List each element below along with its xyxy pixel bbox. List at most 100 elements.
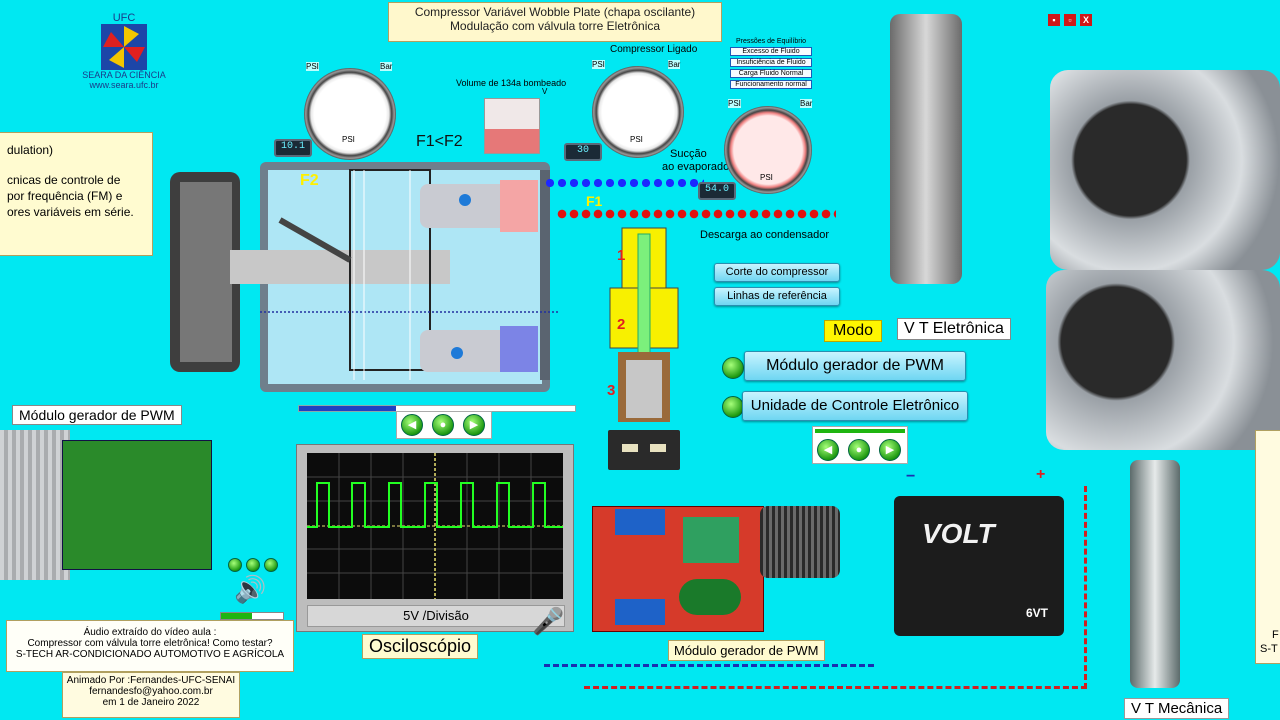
lower-controls: ◀ ● ▶ [812, 426, 908, 464]
oscilloscope-screen [307, 453, 563, 599]
pump-volume-axis: V [542, 87, 548, 96]
gauge-center-readout: 30 [564, 143, 602, 161]
suction-label: Sucção [670, 148, 707, 160]
close-icon[interactable]: X [1080, 14, 1092, 26]
info-heading: dulation) [7, 143, 54, 157]
valve-mark-3: 3 [607, 382, 616, 399]
gauge-low-bar[interactable]: Bar [380, 62, 393, 71]
pump-volume-fill [485, 128, 539, 153]
author-credit: Animado Por :Fernandes-UFC-SENAI fernand… [62, 672, 240, 718]
f1-f2-label: F1<F2 [416, 133, 463, 150]
lower-next-button[interactable]: ▶ [879, 439, 901, 461]
pwm-board-label: Módulo gerador de PWM [668, 640, 825, 661]
diagram-next-button[interactable]: ▶ [463, 414, 485, 436]
pwm-module-indicator[interactable] [722, 357, 744, 379]
lower-prev-button[interactable]: ◀ [817, 439, 839, 461]
gauge-low-readout: 10.1 [274, 139, 312, 157]
battery-brand: VOLT [922, 518, 995, 549]
gauge-high [724, 106, 812, 194]
pwm-board-photo [0, 430, 260, 580]
logo-org: UFC [112, 12, 136, 24]
title-line1: Compressor Variável Wobble Plate (chapa … [414, 5, 696, 19]
audio-credit-line3: S-TECH AR-CONDICIONADO AUTOMOTIVO E AGRÍ… [15, 649, 285, 660]
probe-icon[interactable]: 🎤 [532, 606, 565, 636]
battery: VOLT 6VT [894, 496, 1064, 636]
audio-volume-bar[interactable] [220, 612, 284, 620]
diagram-stop-button[interactable]: ● [432, 414, 454, 436]
mechanical-valve-photo [1130, 460, 1180, 688]
reference-lines-button[interactable]: Linhas de referência [714, 287, 840, 306]
wire-blue [544, 664, 874, 670]
info-line1: cnicas de controle de [7, 173, 121, 187]
title-line2: Modulação com válvula torre Eletrônica [449, 19, 661, 33]
compressor-photo-top [1050, 70, 1280, 270]
logo-url[interactable]: www.seara.ufc.br [89, 80, 159, 90]
right-edge-line1: F [1272, 629, 1279, 641]
battery-minus: − [906, 468, 916, 485]
info-line3: ores variáveis em série. [7, 205, 134, 219]
speaker-icon[interactable]: 🔊 [234, 574, 267, 604]
compressor-cutaway [170, 162, 560, 392]
control-valve [608, 227, 680, 470]
oscilloscope-label: Osciloscópio [362, 634, 479, 659]
suction-label-2: ao evaporador [662, 161, 733, 173]
discharge-label: Descarga ao condensador [700, 229, 830, 241]
cut-compressor-button[interactable]: Corte do compressor [714, 263, 840, 282]
lower-stop-button[interactable]: ● [848, 439, 870, 461]
pump-volume-label: Volume de 134a bombeado [456, 78, 567, 88]
pressure-menu-title: Pressões de Equilíbrio [735, 38, 807, 45]
gauge-low-psi[interactable]: PSI [306, 62, 319, 71]
oscilloscope: 5V /Divisão [296, 444, 574, 632]
pinwheel-icon [101, 24, 147, 70]
title-box: Compressor Variável Wobble Plate (chapa … [388, 2, 722, 42]
pressure-item-insufficient[interactable]: Insuficiência de Fluido [730, 58, 812, 67]
author-line3: em 1 de Janeiro 2022 [102, 697, 200, 708]
ecu-indicator[interactable] [722, 396, 744, 418]
audio-indicator-3[interactable] [264, 558, 278, 572]
logo-name: SEARA DA CIÊNCIA [82, 70, 166, 80]
audio-credit: Áudio extraído do vídeo aula : Compresso… [6, 620, 294, 672]
gauge-high-readout: 54.0 [698, 182, 736, 200]
electronic-valve-photo [890, 14, 962, 284]
mode-label: Modo [824, 320, 883, 342]
author-line2[interactable]: fernandesfo@yahoo.com.br [89, 686, 213, 697]
suction-line [544, 177, 704, 189]
info-panel: dulation) cnicas de controle de por freq… [0, 132, 153, 256]
pressure-item-normal-operation[interactable]: Funcionamento normal [730, 80, 812, 89]
pressure-menu: Pressões de Equilíbrio Excesso de Fluido… [730, 38, 812, 89]
gauge-high-psi[interactable]: PSI [728, 99, 741, 108]
compressor-photo-bottom [1046, 270, 1280, 450]
minimize-icon[interactable]: ▪ [1048, 14, 1060, 26]
piston-progress-fill [299, 406, 396, 411]
pressure-item-normal-charge[interactable]: Carga Fluido Normal [730, 69, 812, 78]
audio-indicator-1[interactable] [228, 558, 242, 572]
lower-controls-progress [815, 429, 905, 433]
gauge-high-unit: PSI [760, 173, 773, 182]
pwm-knob[interactable] [760, 506, 840, 578]
right-edge-panel: F S-T [1255, 430, 1280, 664]
battery-model: 6VT [1025, 606, 1048, 620]
battery-plus: + [1036, 466, 1046, 483]
valve-mark-2: 2 [617, 316, 626, 333]
gauge-center [592, 66, 684, 158]
audio-indicator-2[interactable] [246, 558, 260, 572]
oscilloscope-scale: 5V /Divisão [307, 605, 565, 627]
gauge-high-bar[interactable]: Bar [800, 99, 813, 108]
diagram-prev-button[interactable]: ◀ [401, 414, 423, 436]
mode-value[interactable]: V T Eletrônica [897, 318, 1011, 340]
pressure-item-excess[interactable]: Excesso de Fluido [730, 47, 812, 56]
gauge-center-psi[interactable]: PSI [592, 60, 605, 69]
restore-icon[interactable]: ▫ [1064, 14, 1076, 26]
gauge-center-unit: PSI [630, 135, 643, 144]
discharge-line [556, 208, 836, 220]
ecu-button[interactable]: Unidade de Controle Eletrônico [742, 391, 968, 421]
valve-mark-1: 1 [617, 247, 626, 264]
pwm-module-button[interactable]: Módulo gerador de PWM [744, 351, 966, 381]
gauge-center-bar[interactable]: Bar [668, 60, 681, 69]
audio-credit-line2: Compressor com válvula torre eletrônica!… [27, 638, 273, 649]
author-line1: Animado Por :Fernandes-UFC-SENAI [66, 675, 236, 686]
window-controls: ▪ ▫ X [1048, 10, 1092, 28]
pump-volume-gauge [484, 98, 540, 154]
gauge-low [304, 68, 396, 160]
ufc-logo: UFC SEARA DA CIÊNCIA www.seara.ufc.br [78, 12, 170, 90]
